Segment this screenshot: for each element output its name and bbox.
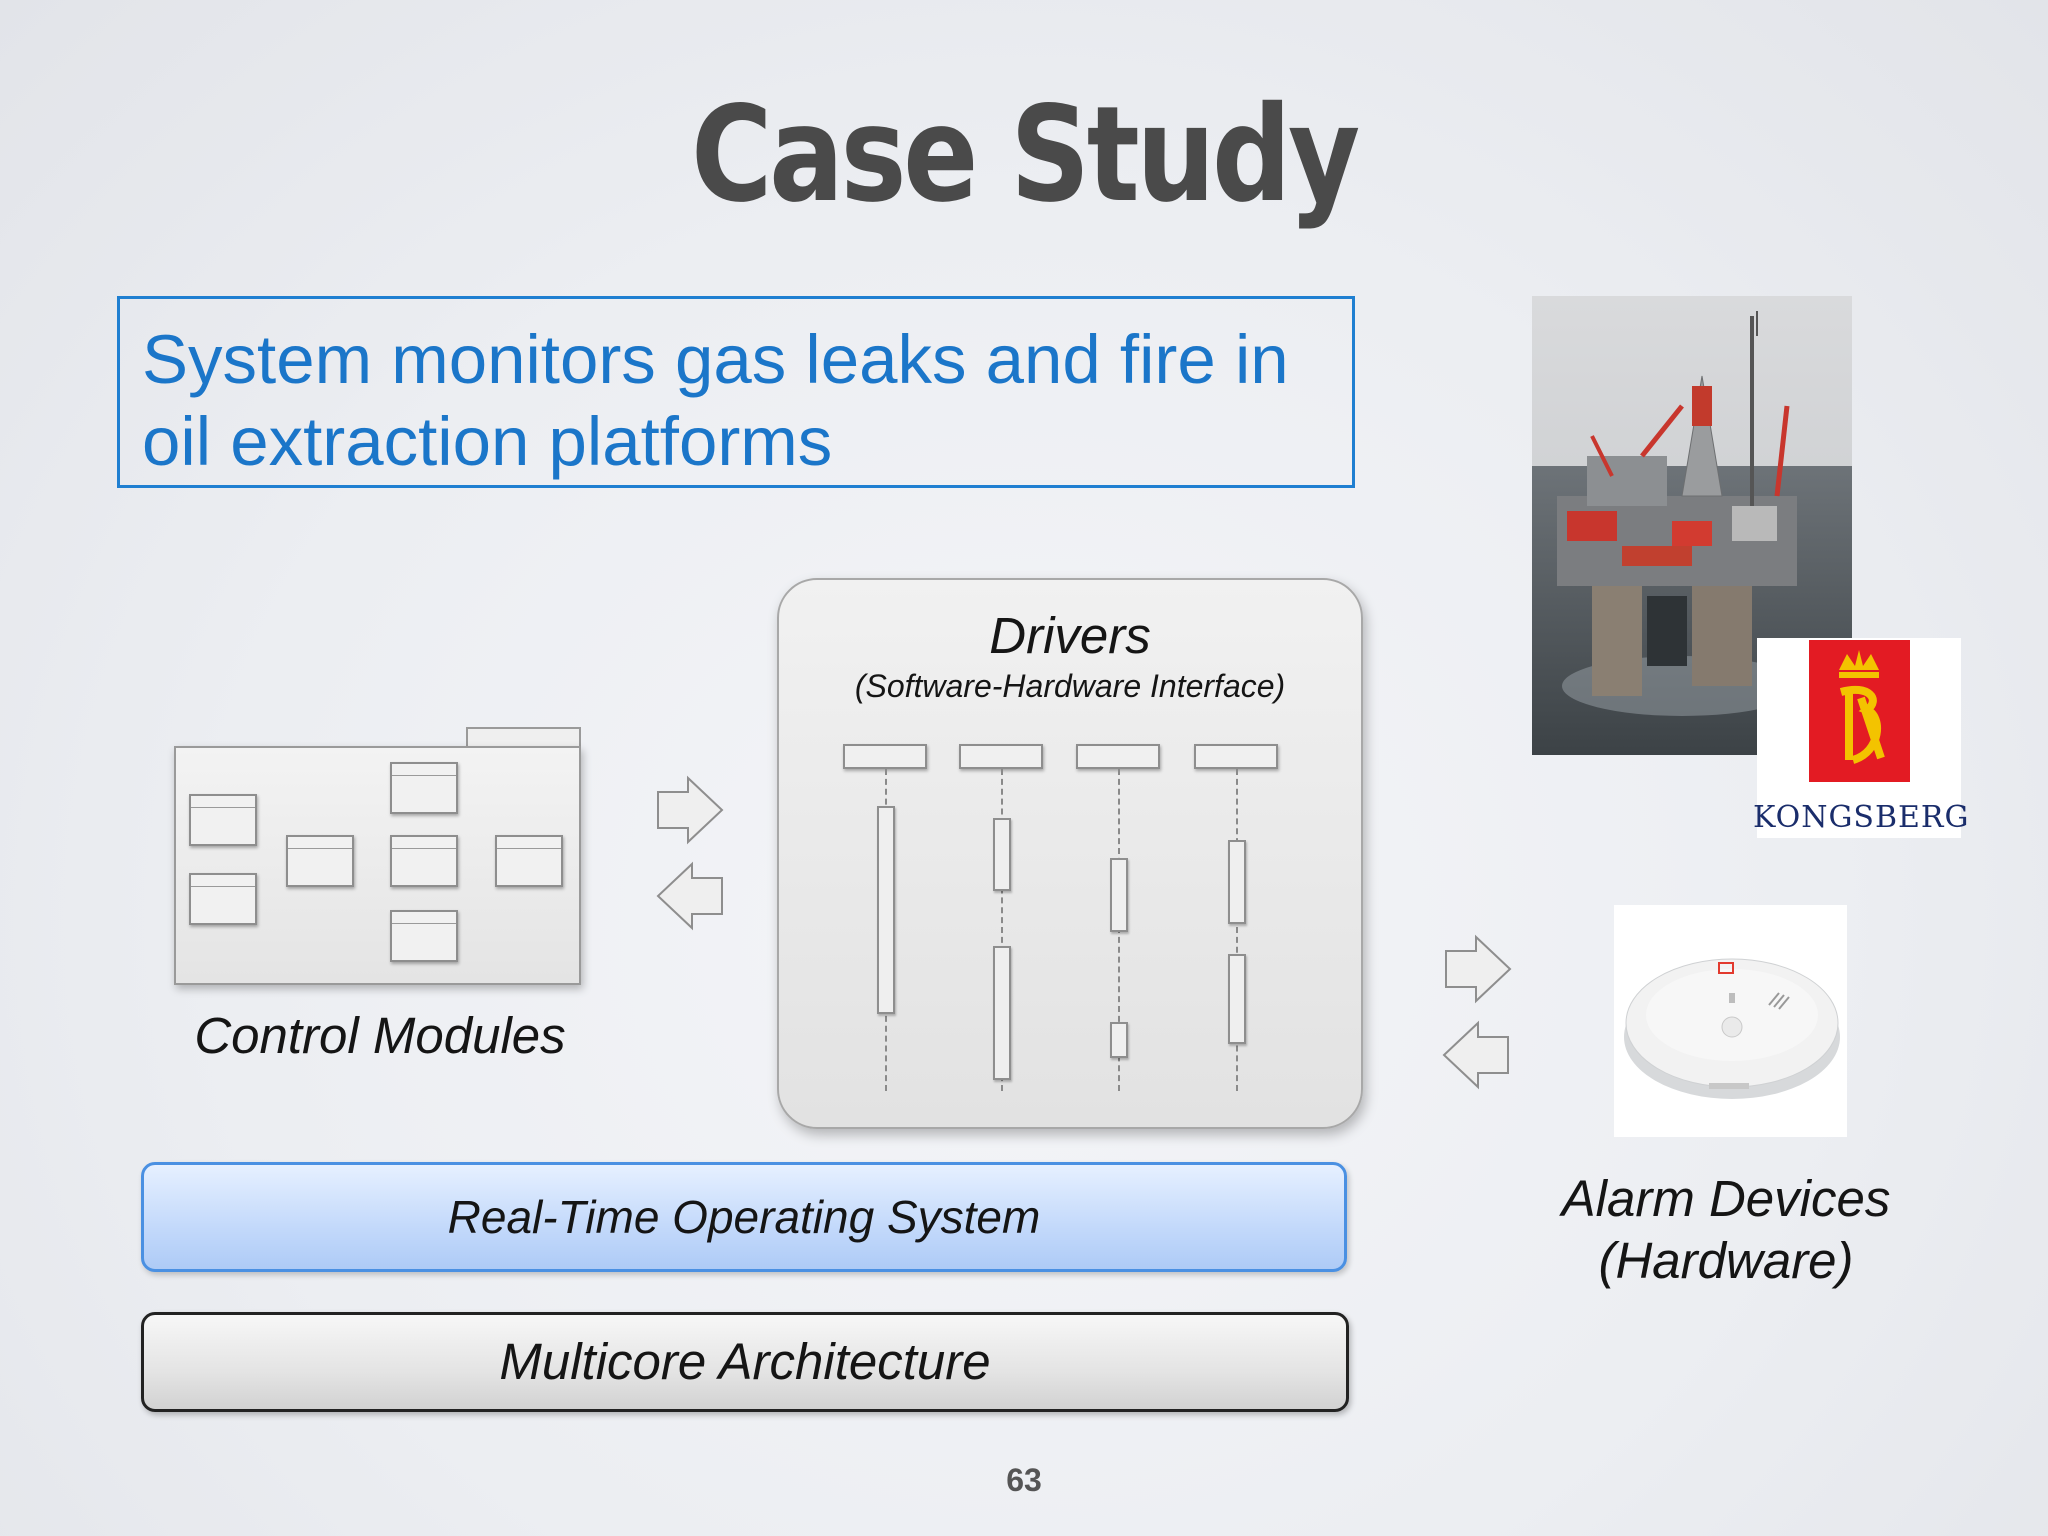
kongsberg-crest-icon <box>1809 640 1910 782</box>
activation-bar <box>1110 1022 1128 1058</box>
drivers-box <box>777 578 1363 1129</box>
lifeline <box>1001 769 1003 1091</box>
module-box <box>390 762 458 814</box>
activation-bar <box>1110 858 1128 932</box>
smoke-detector-photo <box>1614 905 1847 1137</box>
page-number: 63 <box>1006 1462 1042 1498</box>
lifeline-head <box>1194 744 1278 769</box>
module-box <box>495 835 563 887</box>
bidirectional-arrows-hw <box>1442 934 1512 1090</box>
drivers-subtitle: (Software-Hardware Interface) <box>854 668 1286 704</box>
arrow-left-icon <box>656 861 723 931</box>
rtos-layer: Real-Time Operating System <box>141 1162 1347 1272</box>
lifeline <box>1236 769 1238 1091</box>
oil-platform-photo <box>1532 296 1852 755</box>
intro-box: System monitors gas leaks and fire in oi… <box>117 296 1355 488</box>
alarm-label-line1: Alarm Devices <box>1561 1170 1891 1227</box>
lifeline-head <box>959 744 1043 769</box>
alarm-label-line2: (Hardware) <box>1598 1232 1854 1289</box>
lifeline-head <box>1076 744 1160 769</box>
lifeline-head <box>843 744 927 769</box>
module-box <box>189 873 257 925</box>
slide-title: Case Study <box>691 78 1360 232</box>
activation-bar <box>1228 840 1246 924</box>
multicore-layer: Multicore Architecture <box>141 1312 1349 1412</box>
arrow-left-icon <box>1442 1020 1509 1090</box>
module-box <box>390 835 458 887</box>
arrow-right-icon <box>657 775 724 845</box>
activation-bar <box>1228 954 1246 1044</box>
activation-bar <box>993 946 1011 1080</box>
drivers-title: Drivers <box>989 607 1151 664</box>
kongsberg-wordmark: KONGSBERG <box>1753 800 1970 835</box>
activation-bar <box>877 806 895 1014</box>
control-modules-label: Control Modules <box>194 1007 566 1064</box>
arrow-right-icon <box>1445 934 1512 1004</box>
activation-bar <box>993 818 1011 891</box>
module-box <box>286 835 354 887</box>
alarm-devices-label: Alarm Devices(Hardware) <box>1520 1168 1932 1292</box>
module-box <box>189 794 257 846</box>
module-box <box>390 910 458 962</box>
bidirectional-arrows <box>656 775 724 931</box>
